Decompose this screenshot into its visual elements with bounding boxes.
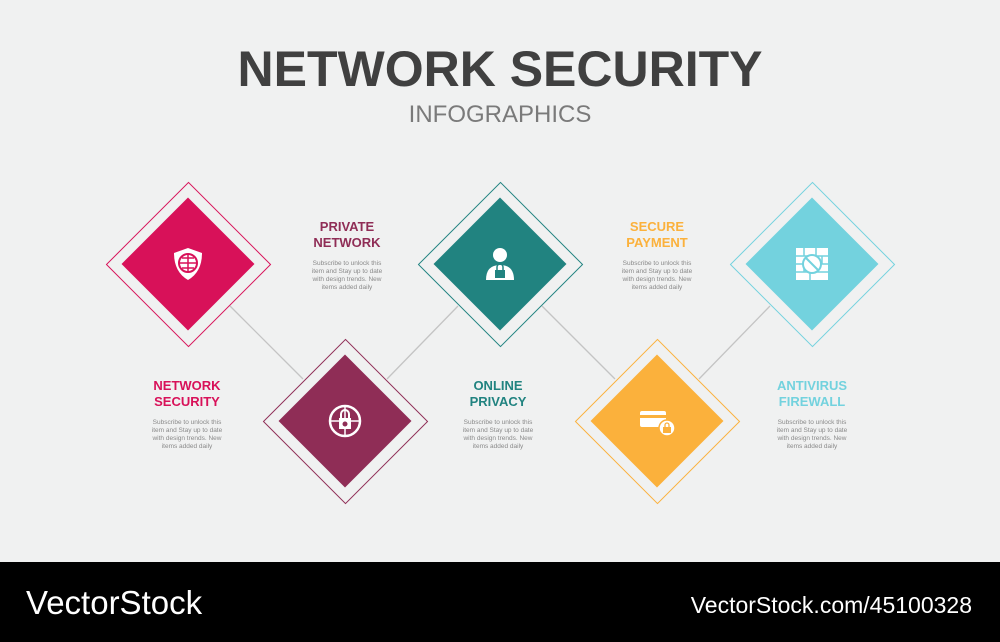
connector-lines <box>229 305 771 380</box>
footer-bar: VectorStock VectorStock.com/45100328 <box>0 562 1000 642</box>
item-title: PRIVATE <box>319 219 375 234</box>
item-title: ANTIVIRUS <box>776 378 848 393</box>
item-title: SECURITY <box>154 394 220 409</box>
vectorstock-logo: VectorStock <box>26 584 203 621</box>
item-title: NETWORK <box>153 378 221 393</box>
globe-lock-icon <box>328 404 362 438</box>
page-subtitle: INFOGRAPHICS <box>408 101 592 128</box>
item-title: PAYMENT <box>626 235 688 250</box>
user-lock-icon <box>486 248 514 280</box>
item-title: NETWORK <box>313 235 381 250</box>
firewall-icon <box>796 248 828 280</box>
item-title: FIREWALL <box>778 394 846 409</box>
item-description: Subscribe to unlock this item and Stay u… <box>151 419 223 450</box>
item-description: Subscribe to unlock this item and Stay u… <box>621 260 693 291</box>
image-id: VectorStock.com/45100328 <box>690 592 972 618</box>
page-title: NETWORK SECURITY <box>237 41 763 97</box>
item-title: ONLINE <box>473 378 523 393</box>
item-title: SECURE <box>629 219 685 234</box>
item-description: Subscribe to unlock this item and Stay u… <box>776 419 848 450</box>
shield-globe-icon <box>174 248 202 280</box>
item-description: Subscribe to unlock this item and Stay u… <box>311 260 383 291</box>
item-description: Subscribe to unlock this item and Stay u… <box>462 419 534 450</box>
card-lock-icon <box>640 411 676 437</box>
item-title: PRIVACY <box>469 394 527 409</box>
